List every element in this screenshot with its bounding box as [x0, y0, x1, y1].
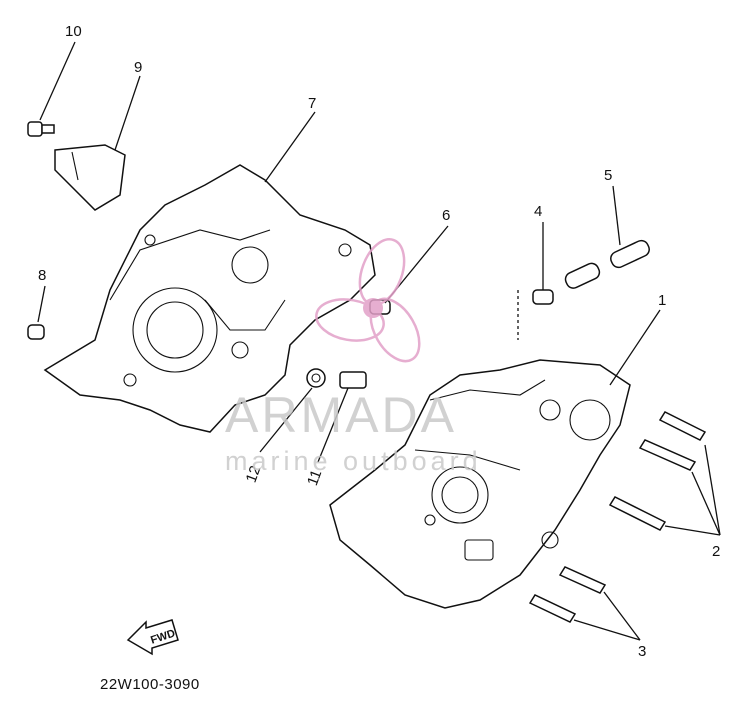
callout-7: 7: [308, 95, 316, 112]
watermark-subtitle: marine outboard: [225, 446, 482, 476]
callout-9: 9: [134, 59, 142, 76]
fwd-arrow: FWD: [126, 619, 179, 656]
watermark: ARMADA marine outboard: [225, 238, 482, 476]
washer-part-12: [306, 368, 326, 388]
dowel-part-8: [27, 324, 45, 340]
callout-3: 3: [638, 643, 646, 660]
leader-lines: [37, 41, 721, 641]
callout-2: 2: [712, 543, 720, 560]
callout-1: 1: [658, 292, 666, 309]
fitting-part-4: [532, 289, 554, 305]
hose-part-5: [564, 239, 650, 289]
crankcase-right-half: [329, 359, 631, 609]
bolts-part-2: [608, 411, 707, 531]
callout-6: 6: [442, 207, 450, 224]
plate-part-9: [54, 144, 126, 211]
callout-12: 12: [243, 463, 265, 484]
crankcase-left-half: [43, 164, 376, 433]
bolts-part-3: [528, 566, 607, 623]
watermark-title: ARMADA: [225, 387, 457, 443]
propeller-logo: [315, 238, 421, 363]
callout-10: 10: [65, 23, 82, 40]
callout-8: 8: [38, 267, 46, 284]
callout-5: 5: [604, 167, 612, 184]
callout-11: 11: [304, 468, 325, 488]
bolt-part-10: [27, 121, 55, 137]
plug-part-11: [339, 371, 367, 389]
callout-4: 4: [534, 203, 542, 220]
callout-labels: 1 2 3 4 5 6 7 8 9 10 11 12: [38, 23, 720, 660]
diagram-part-number: 22W100-3090: [100, 676, 200, 693]
